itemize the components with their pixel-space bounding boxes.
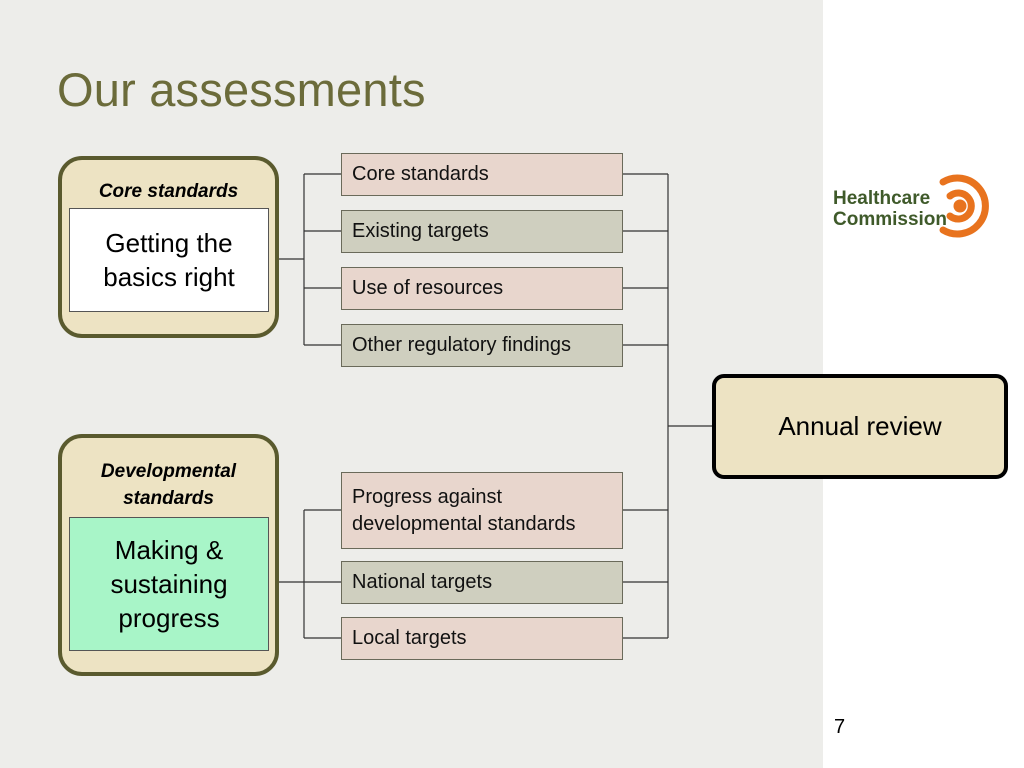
- item-national-targets: National targets: [341, 561, 623, 604]
- annual-review-box: Annual review: [712, 374, 1008, 479]
- item-other-regulatory-findings: Other regulatory findings: [341, 324, 623, 367]
- item-progress-against-developmental-standards: Progress against developmental standards: [341, 472, 623, 549]
- item-core-standards: Core standards: [341, 153, 623, 196]
- item-local-targets: Local targets: [341, 617, 623, 660]
- core-standards-group-title: Core standards: [98, 181, 239, 202]
- page-number: 7: [834, 716, 846, 738]
- core-standards-box: Getting the basics right: [69, 208, 269, 312]
- developmental-standards-group-title: Developmental standards: [100, 461, 237, 509]
- healthcare-commission-logo: Healthcare Commission: [833, 174, 989, 238]
- logo-text-line1: Healthcare: [833, 188, 930, 209]
- core-standards-group: Core standards Getting the basics right: [58, 156, 279, 338]
- developmental-standards-box: Making & sustaining progress: [69, 517, 269, 651]
- logo-text-line2: Commission: [833, 209, 947, 230]
- page-title: Our assessments: [57, 63, 426, 116]
- developmental-standards-group: Developmental standards Making & sustain…: [58, 434, 279, 676]
- item-use-of-resources: Use of resources: [341, 267, 623, 310]
- item-existing-targets: Existing targets: [341, 210, 623, 253]
